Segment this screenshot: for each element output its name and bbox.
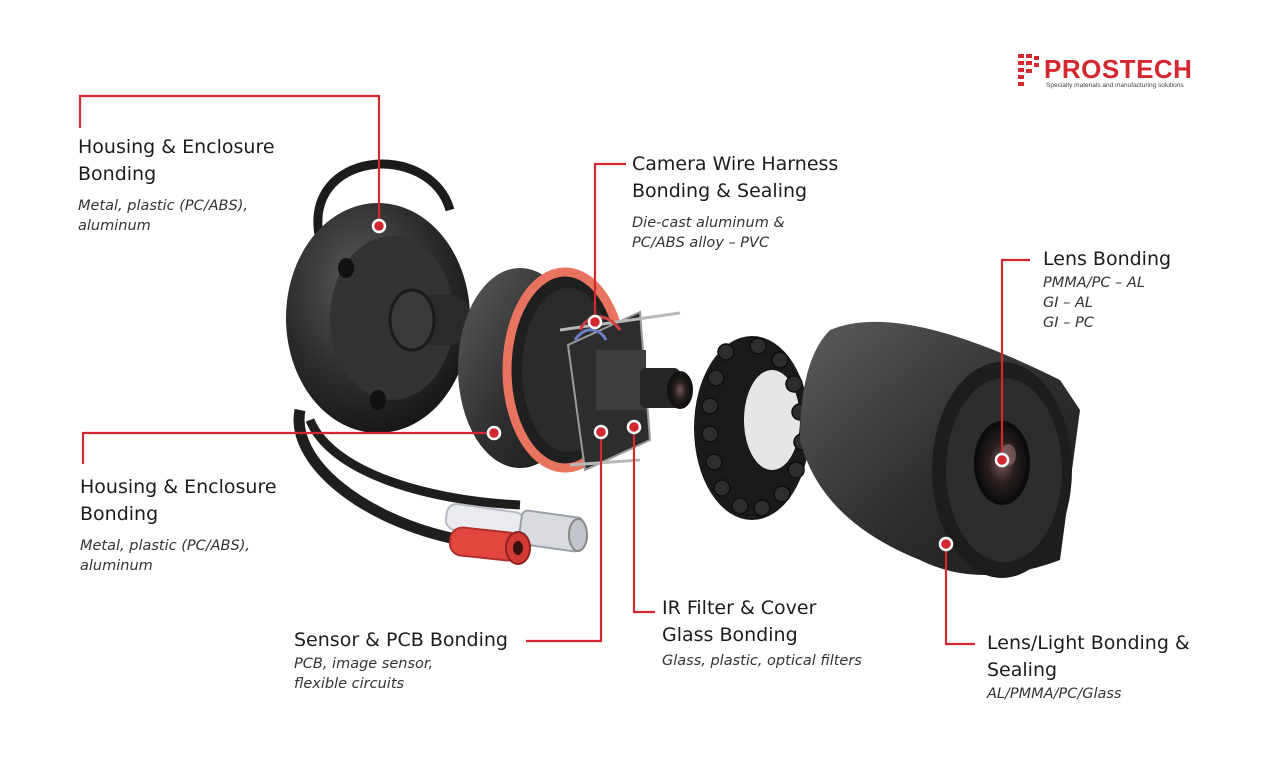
leader-housing-top	[78, 94, 381, 226]
callout-materials: Glass, plastic, optical filters	[662, 653, 862, 669]
leader-lines	[78, 94, 1030, 646]
brand-tagline: Specialty materials and manufacturing so…	[1046, 82, 1184, 89]
callout-housing-bottom: Housing & Enclosure Bonding Metal, plast…	[80, 474, 277, 576]
mounting-base	[286, 203, 470, 433]
callout-materials: Metal, plastic (PC/ABS), aluminum	[78, 198, 248, 234]
brand-name: PROSTECH	[1044, 54, 1193, 84]
callout-lens-light: Lens/Light Bonding & Sealing AL/PMMA/PC/…	[987, 630, 1190, 704]
callout-materials: Metal, plastic (PC/ABS), aluminum	[80, 538, 250, 574]
leader-wire-harness	[593, 162, 626, 322]
callout-title: Lens/Light Bonding & Sealing	[987, 632, 1190, 681]
signal-cable	[293, 408, 462, 546]
callout-title: Housing & Enclosure Bonding	[78, 136, 275, 185]
callout-ir-filter: IR Filter & Cover Glass Bonding Glass, p…	[662, 595, 862, 671]
callout-title: IR Filter & Cover Glass Bonding	[662, 597, 817, 646]
callout-materials: PMMA/PC – AL GI – AL GI – PC	[1043, 275, 1145, 331]
leader-sensor-pcb	[526, 432, 603, 643]
callout-materials: PCB, image sensor, flexible circuits	[294, 656, 434, 692]
prostech-mark-icon	[1018, 54, 1039, 86]
leader-housing-bottom	[81, 431, 494, 464]
callout-title: Sensor & PCB Bonding	[294, 629, 508, 651]
callout-housing-top: Housing & Enclosure Bonding Metal, plast…	[78, 134, 275, 236]
ir-led-ring	[694, 336, 811, 520]
front-housing	[800, 321, 1080, 578]
callout-sensor-pcb: Sensor & PCB Bonding PCB, image sensor, …	[294, 627, 508, 694]
callout-title: Lens Bonding	[1043, 248, 1172, 270]
callout-title: Camera Wire Harness Bonding & Sealing	[632, 153, 839, 202]
rca-connectors	[444, 502, 588, 565]
leader-dots	[371, 218, 1010, 552]
callout-lens: Lens Bonding PMMA/PC – AL GI – AL GI – P…	[1043, 246, 1171, 333]
prostech-logo: PROSTECH Specialty materials and manufac…	[1016, 52, 1196, 96]
leader-lens-light	[944, 544, 975, 646]
callout-wire-harness: Camera Wire Harness Bonding & Sealing Di…	[632, 151, 838, 253]
leader-lens	[1000, 258, 1030, 460]
callout-materials: AL/PMMA/PC/Glass	[987, 686, 1122, 702]
leader-ir-filter	[632, 427, 655, 614]
cable-loop	[313, 159, 455, 241]
callout-title: Housing & Enclosure Bonding	[80, 476, 277, 525]
callout-materials: Die-cast aluminum & PC/ABS alloy – PVC	[632, 215, 785, 251]
